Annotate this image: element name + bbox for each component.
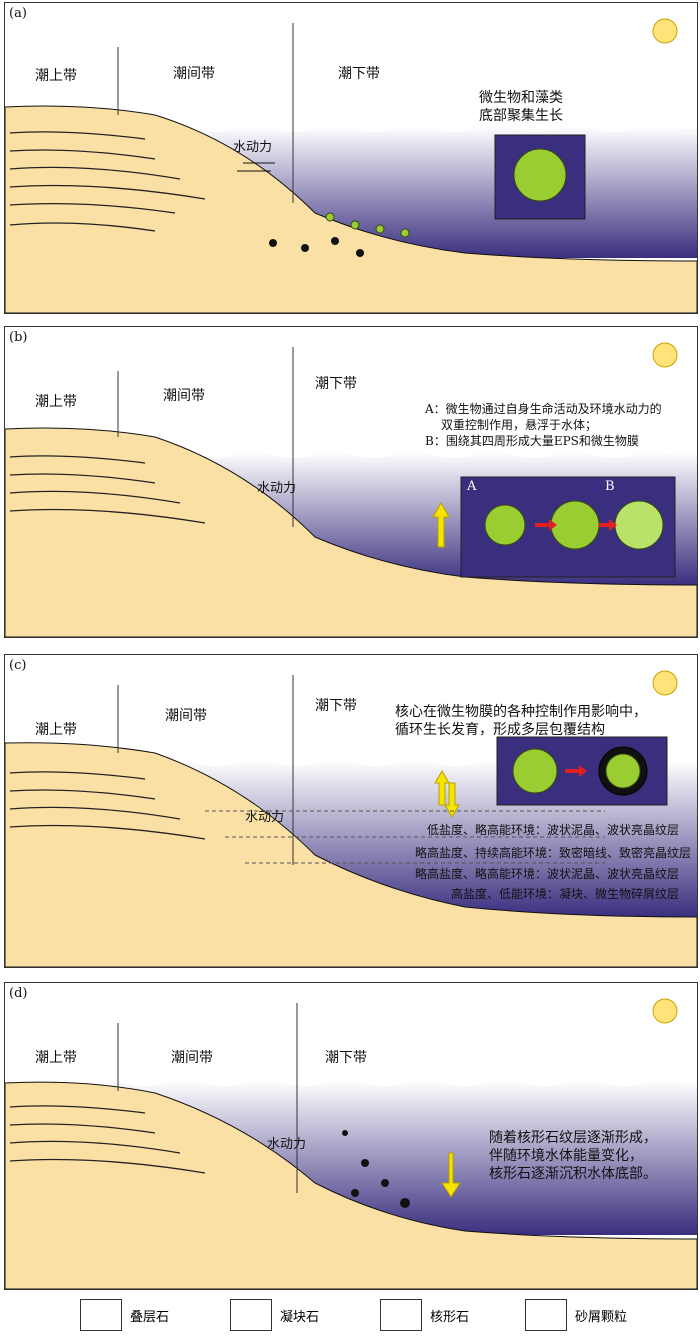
sun-icon (652, 670, 678, 696)
caption-line-2: 伴随环境水体能量变化， (489, 1148, 643, 1164)
caption: 随着核形石纹层逐渐形成， 伴随环境水体能量变化， 核形石逐渐沉积水体底部。 (489, 1129, 657, 1183)
zone-inter-label: 潮间带 (173, 66, 215, 82)
note: A：微生物通过自身生命活动及环境水动力的 双重控制作用，悬浮于水体； B：围绕其… (425, 401, 662, 449)
force-label: 水动力 (245, 810, 285, 825)
caption-line-1: 随着核形石纹层逐渐形成， (489, 1130, 657, 1146)
up-arrow-icon (434, 770, 450, 806)
down-arrow-icon (444, 782, 460, 818)
inset-label-b: B (605, 479, 615, 494)
stromatolite-icon (80, 1299, 122, 1331)
zone-upper-label: 潮上带 (35, 1050, 77, 1066)
legend: 叠层石 凝块石 核形石 砂屑颗粒 (80, 1295, 690, 1335)
zone-inter-label: 潮间带 (165, 708, 207, 724)
panel-id: (b) (9, 330, 28, 345)
caption: 微生物和藻类 底部聚集生长 (479, 89, 563, 125)
up-arrow-icon (432, 501, 450, 548)
note-a-line-1: A：微生物通过自身生命活动及环境水动力的 (425, 402, 662, 416)
zone-sub-label: 潮下带 (315, 376, 357, 392)
panel-b-scene (5, 342, 697, 637)
oncolite-icon (380, 1299, 422, 1331)
force-label: 水动力 (233, 140, 273, 155)
env-line-2: 略高盐度、持续高能环境：致密暗线、致密亮晶纹层 (415, 846, 692, 860)
sun-icon (652, 998, 678, 1024)
sand-debris-icon (525, 1299, 567, 1331)
zone-sub-label: 潮下带 (338, 66, 380, 82)
caption-line-3: 核形石逐渐沉积水体底部。 (489, 1166, 657, 1182)
inset-label-a: A (467, 479, 477, 494)
caption-line-1: 微生物和藻类 (479, 90, 563, 106)
zone-upper-label: 潮上带 (35, 394, 77, 410)
note-a-line-2: 双重控制作用，悬浮于水体； (441, 418, 598, 432)
thrombolite-icon (230, 1299, 272, 1331)
panel-c: (c) 潮上带 潮间带 潮下带 水动力 核心在微生物膜的各种控制作用影响中， 循… (4, 654, 698, 968)
panel-d-scene (5, 998, 697, 1289)
caption-line-2: 循环生长发育，形成多层包覆结构 (395, 722, 605, 738)
panel-c-scene (5, 670, 697, 967)
panel-a: (a) 潮上带 潮间带 潮下带 水动力 微生物和藻类 底部聚集生长 (4, 2, 698, 314)
zone-upper-label: 潮上带 (35, 68, 77, 84)
panel-id: (c) (9, 658, 27, 673)
sun-icon (652, 342, 678, 368)
caption-line-1: 核心在微生物膜的各种控制作用影响中， (395, 704, 647, 720)
zone-upper-label: 潮上带 (35, 722, 77, 738)
panel-d: (d) 潮上带 潮间带 潮下带 水动力 随着核形石纹层逐渐形成， 伴随环境水体能… (4, 982, 698, 1290)
panel-id: (d) (9, 986, 28, 1001)
caption: 核心在微生物膜的各种控制作用影响中， 循环生长发育，形成多层包覆结构 (395, 703, 647, 739)
force-label: 水动力 (267, 1137, 307, 1152)
env-line-4: 高盐度、低能环境：凝块、微生物碎屑纹层 (451, 887, 680, 901)
force-label: 水动力 (257, 481, 297, 496)
panel-a-scene (5, 18, 697, 313)
sun-icon (652, 18, 678, 44)
microbe-cluster (513, 148, 567, 202)
env-line-1: 低盐度、略高能环境：波状泥晶、波状亮晶纹层 (427, 823, 680, 837)
caption-line-2: 底部聚集生长 (479, 108, 563, 124)
note-b: B：围绕其四周形成大量EPS和微生物膜 (425, 434, 639, 448)
zone-sub-label: 潮下带 (325, 1050, 367, 1066)
env-line-3: 略高盐度、略高能环境：波状泥晶、波状亮晶纹层 (415, 867, 680, 881)
down-arrow-icon (441, 1152, 461, 1198)
panel-b: (b) 潮上带 潮间带 潮下带 水动力 A：微生物通过自身生命活动及环境水动力的… (4, 326, 698, 638)
zone-inter-label: 潮间带 (163, 388, 205, 404)
zone-inter-label: 潮间带 (171, 1050, 213, 1066)
panel-id: (a) (9, 6, 27, 21)
zone-sub-label: 潮下带 (315, 698, 357, 714)
